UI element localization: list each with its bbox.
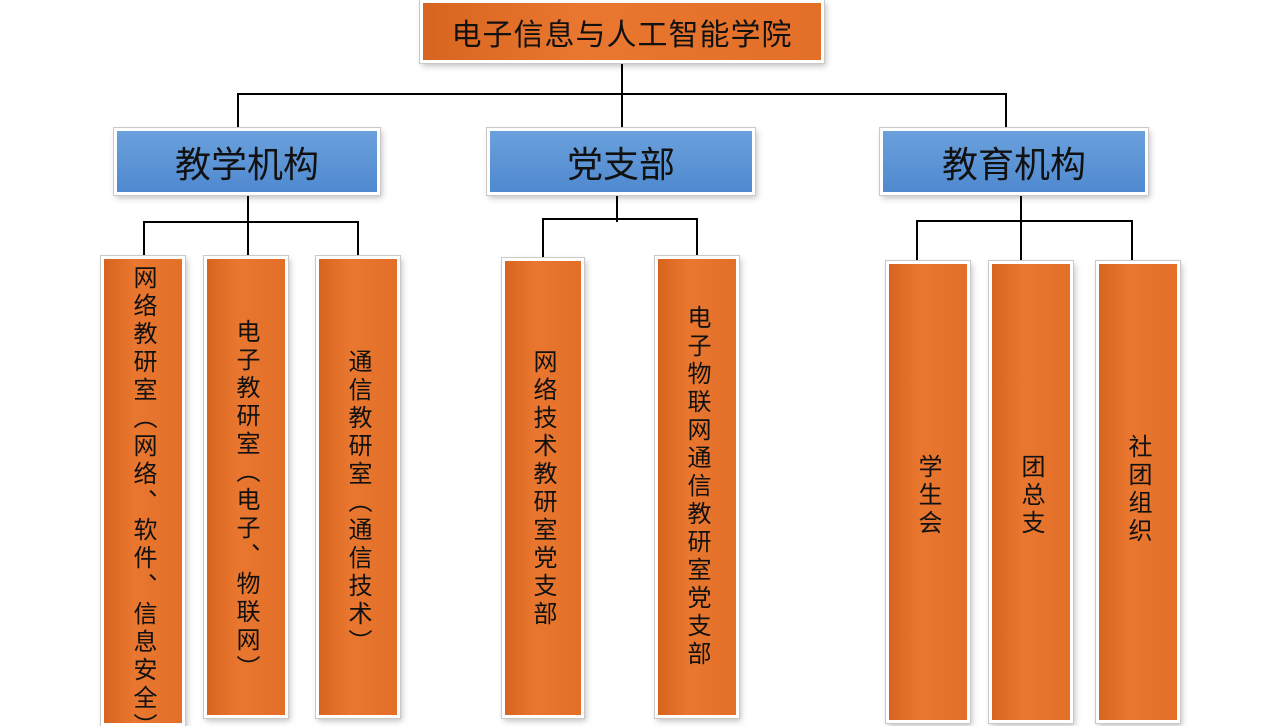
- category-party-branch-label: 党支部: [566, 144, 675, 186]
- category-education: 教育机构: [880, 128, 1148, 195]
- node-clubs-label: 社团组织: [1124, 434, 1152, 546]
- node-student-union: 学生会: [886, 261, 970, 723]
- node-network-office: 网络教研室（网络、软件、信息安全）: [101, 256, 185, 726]
- category-education-label: 教育机构: [941, 144, 1086, 186]
- category-party-branch: 党支部: [487, 128, 755, 195]
- node-electronics-office: 电子教研室（电子、物联网）: [204, 256, 288, 718]
- node-network-party-branch-label: 网络技术教研室党支部: [529, 349, 557, 629]
- root-node-label: 电子信息与人工智能学院: [451, 17, 793, 53]
- category-teaching-label: 教学机构: [174, 144, 319, 186]
- node-communication-office: 通信教研室（通信技术）: [316, 256, 400, 718]
- node-youth-league: 团总支: [989, 261, 1073, 723]
- node-communication-office-label: 通信教研室（通信技术）: [344, 349, 372, 657]
- node-student-union-label: 学生会: [914, 454, 942, 538]
- node-electronics-party-branch-label: 电子物联网通信教研室党支部: [683, 305, 711, 669]
- node-youth-league-label: 团总支: [1017, 454, 1045, 538]
- category-teaching: 教学机构: [114, 128, 380, 195]
- node-electronics-party-branch: 电子物联网通信教研室党支部: [655, 256, 739, 718]
- node-network-party-branch: 网络技术教研室党支部: [502, 258, 584, 718]
- node-electronics-office-label: 电子教研室（电子、物联网）: [232, 319, 260, 683]
- node-clubs: 社团组织: [1096, 261, 1180, 723]
- root-node: 电子信息与人工智能学院: [420, 0, 824, 63]
- node-network-office-label: 网络教研室（网络、软件、信息安全）: [129, 265, 157, 726]
